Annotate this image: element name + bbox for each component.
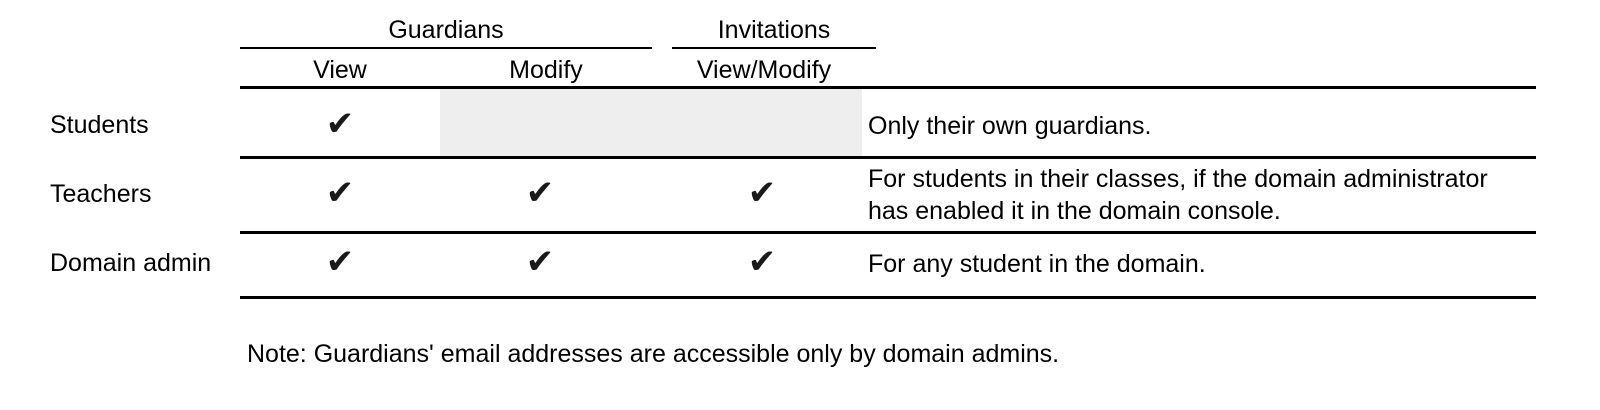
rule-under-guardians-group bbox=[240, 47, 652, 49]
rule-header-bottom bbox=[240, 86, 1536, 89]
check-domain-admin-invitations-view-modify: ✔ bbox=[747, 242, 777, 282]
row-label-students: Students bbox=[50, 111, 149, 139]
column-header-guardians-view: View bbox=[313, 56, 367, 84]
check-teachers-invitations-view-modify: ✔ bbox=[747, 173, 777, 213]
check-teachers-guardians-modify: ✔ bbox=[525, 173, 555, 213]
row-label-domain-admin: Domain admin bbox=[50, 249, 212, 277]
column-header-invitations-view-modify: View/Modify bbox=[696, 56, 832, 84]
column-group-invitations: Invitations bbox=[717, 16, 831, 44]
column-group-guardians: Guardians bbox=[388, 16, 504, 44]
note-teachers: For students in their classes, if the do… bbox=[868, 165, 1488, 225]
rule-after-students-row bbox=[240, 156, 1536, 159]
check-teachers-guardians-view: ✔ bbox=[325, 173, 355, 213]
disabled-cell-students-modify-invitations bbox=[440, 89, 862, 156]
note-domain-admin: For any student in the domain. bbox=[868, 250, 1206, 278]
note-students: Only their own guardians. bbox=[868, 112, 1152, 140]
row-label-teachers: Teachers bbox=[50, 180, 152, 208]
rule-under-invitations-group bbox=[672, 47, 876, 49]
footnote-guardian-email-access: Note: Guardians' email addresses are acc… bbox=[247, 340, 1060, 368]
rule-table-bottom bbox=[240, 296, 1536, 299]
column-header-guardians-modify: Modify bbox=[509, 56, 583, 84]
check-domain-admin-guardians-modify: ✔ bbox=[525, 242, 555, 282]
check-domain-admin-guardians-view: ✔ bbox=[325, 242, 355, 282]
check-students-guardians-view: ✔ bbox=[325, 104, 355, 144]
rule-after-teachers-row bbox=[240, 231, 1536, 234]
